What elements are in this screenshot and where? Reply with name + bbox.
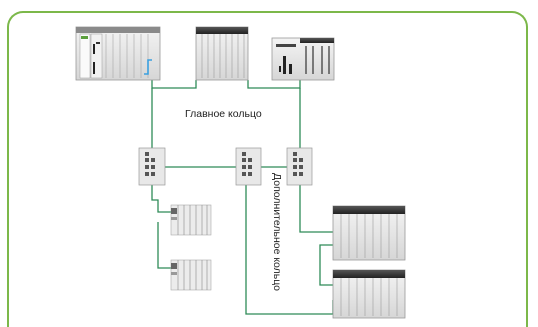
io-rack-top-right [271,37,335,81]
remote-rack-b [332,269,406,319]
switch-left [138,147,166,186]
link-switch3-to-rack-a [299,185,333,233]
plc-rack [75,26,161,81]
link-rack-to-io [247,80,301,89]
diagram-frame [7,11,528,327]
distributed-io-a [170,204,212,236]
distributed-io-b [170,259,212,291]
accent-indicator [144,59,152,75]
switch-center [235,147,262,186]
remote-rack-top [195,26,249,81]
link-io-a-to-io-b [157,222,175,269]
secondary-ring-label: Дополнительное кольцо [271,173,283,291]
link-switch1-to-io-a [151,185,175,213]
switch-right [286,147,313,186]
link-rack-a-to-rack-b [319,244,333,286]
main-ring-label: Главное кольцо [185,108,262,120]
remote-rack-a [332,205,406,261]
link-plc-to-rack [151,80,197,89]
